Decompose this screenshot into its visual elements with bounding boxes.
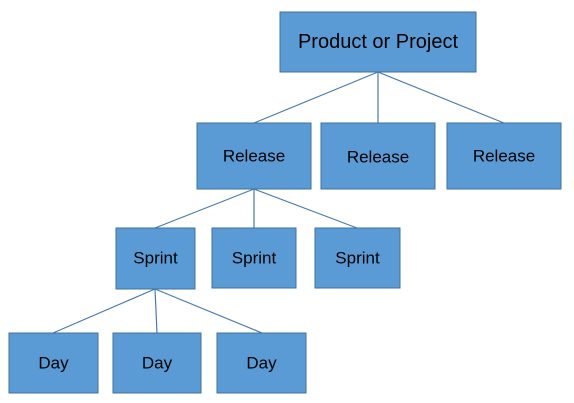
node-release-2-box (320, 122, 436, 190)
node-release-3-box (446, 122, 562, 190)
node-release-2: Release (320, 122, 436, 190)
node-sprint-3-box (314, 227, 401, 289)
node-release-1-box (196, 122, 312, 190)
node-release-1: Release (196, 122, 312, 190)
node-day-3-box (216, 332, 307, 394)
connector-release-sprint-3 (253, 188, 358, 229)
connector-sprint-day-2 (154, 288, 158, 334)
node-root-label: Product or Project (298, 31, 459, 53)
node-sprint-2-label: Sprint (232, 249, 277, 268)
node-day-1: Day (8, 332, 99, 394)
node-day-3-label: Day (246, 354, 277, 373)
node-release-3-label: Release (473, 147, 535, 166)
node-sprint-3: Sprint (314, 227, 401, 289)
node-day-2: Day (112, 332, 202, 394)
connector-sprint-day-1 (52, 288, 156, 334)
node-sprint-3-label: Sprint (335, 249, 380, 268)
node-day-2-box (112, 332, 202, 394)
connector-release-sprint-1 (154, 188, 255, 229)
node-sprint-1: Sprint (115, 227, 196, 290)
node-sprint-2-box (211, 227, 297, 289)
node-day-1-box (8, 332, 99, 394)
node-root: Product or Project (279, 11, 477, 73)
node-root-box (279, 11, 477, 73)
node-sprint-2: Sprint (211, 227, 297, 289)
node-sprint-1-label: Sprint (133, 249, 178, 268)
connector-root-release-1 (253, 71, 379, 124)
node-release-1-label: Release (223, 147, 285, 166)
node-sprint-1-box (115, 227, 196, 290)
node-day-1-label: Day (38, 354, 69, 373)
connector-root-release-3 (377, 71, 505, 124)
node-release-3: Release (446, 122, 562, 190)
node-release-2-label: Release (347, 148, 409, 167)
node-day-3: Day (216, 332, 307, 394)
node-day-2-label: Day (142, 354, 173, 373)
connector-sprint-day-3 (154, 288, 263, 334)
